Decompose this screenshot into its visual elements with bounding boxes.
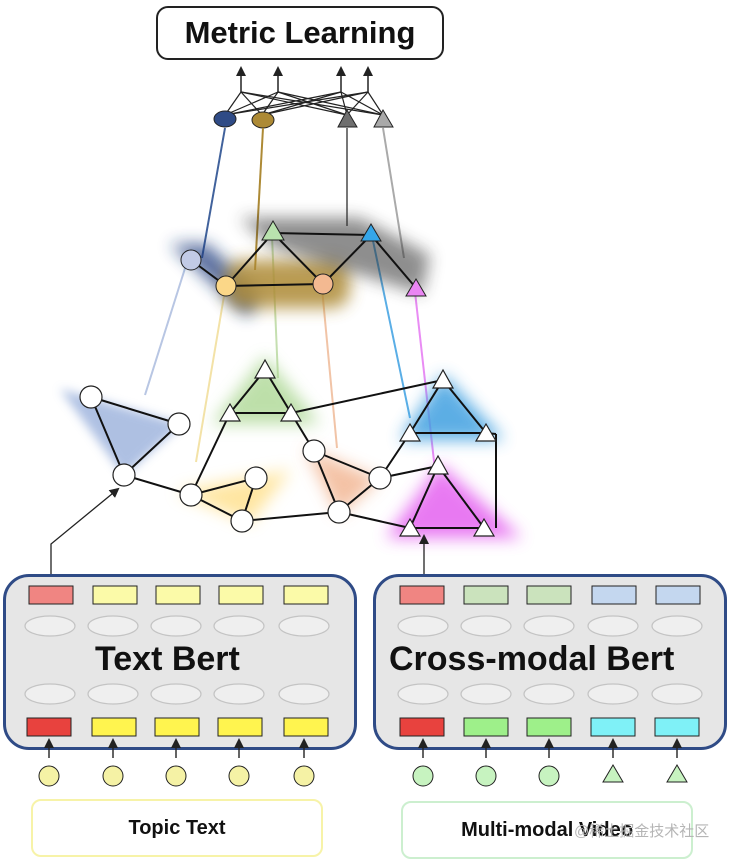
- lower-triangle-7: [426, 454, 450, 475]
- lower-node-3: [112, 463, 136, 487]
- cross-modal-bert-label: Cross-modal Bert: [389, 640, 675, 678]
- lower-graph-nodes: [79, 358, 498, 537]
- left-input-circle-5: [293, 765, 315, 787]
- middle-cluster-dark: [240, 218, 430, 294]
- topic-text-label: Topic Text: [128, 816, 226, 839]
- output-arrows: [236, 66, 373, 92]
- middle-node-3: [312, 273, 334, 295]
- cluster-magenta: [386, 464, 522, 538]
- lower-triangle-2: [218, 402, 242, 422]
- middle-node-2: [215, 275, 237, 297]
- middle-graph-edges: [190, 232, 417, 289]
- left-input-circle-2: [102, 765, 124, 787]
- cluster-blue: [60, 389, 182, 476]
- lower-node-8: [368, 466, 392, 490]
- middle-node-1: [180, 249, 202, 271]
- left-input-circle-3: [165, 765, 187, 787]
- middle-node-5: [360, 223, 382, 242]
- multi-modal-video-label: Multi-modal Video: [461, 818, 633, 841]
- right-input-circle-2: [475, 765, 497, 787]
- head-node-gold: [251, 111, 275, 129]
- multi-modal-video-box: Multi-modal Video: [401, 801, 693, 859]
- right-input-circle-1: [412, 765, 434, 787]
- lower-triangle-6: [474, 422, 498, 442]
- lower-node-2: [167, 412, 191, 436]
- head-node-gray-triangle: [373, 108, 394, 128]
- metric-learning-title-box: Metric Learning: [156, 6, 444, 60]
- lower-node-1: [79, 385, 103, 409]
- lower-node-4: [179, 483, 203, 507]
- middle-node-6: [405, 278, 427, 297]
- lower-triangle-3: [279, 402, 303, 422]
- lower-clusters: [60, 356, 522, 538]
- lower-node-6: [230, 509, 254, 533]
- lower-node-9: [327, 500, 351, 524]
- right-input-triangle-2: [666, 764, 688, 783]
- head-connections: [224, 91, 384, 116]
- topic-text-box: Topic Text: [31, 799, 323, 857]
- right-input-triangle-1: [602, 764, 624, 783]
- left-output-arrow: [50, 487, 120, 585]
- lower-triangle-1: [253, 358, 277, 379]
- lower-node-5: [244, 466, 268, 490]
- metric-learning-title: Metric Learning: [184, 15, 416, 50]
- watermark: @稀土掘金技术社区: [574, 823, 710, 840]
- input-symbols: [38, 764, 688, 787]
- head-node-blue: [213, 110, 237, 128]
- lower-triangle-8: [398, 517, 422, 537]
- left-input-circle-4: [228, 765, 250, 787]
- left-input-circle-1: [38, 765, 60, 787]
- cluster-peach: [304, 447, 380, 516]
- middle-node-4: [261, 220, 285, 241]
- head-node-dark-triangle: [337, 108, 358, 128]
- lower-triangle-4: [431, 368, 455, 389]
- lower-node-7: [302, 439, 326, 463]
- text-bert-label: Text Bert: [95, 640, 240, 678]
- right-input-circle-3: [538, 765, 560, 787]
- lower-triangle-5: [398, 422, 422, 442]
- lower-triangle-9: [472, 517, 496, 537]
